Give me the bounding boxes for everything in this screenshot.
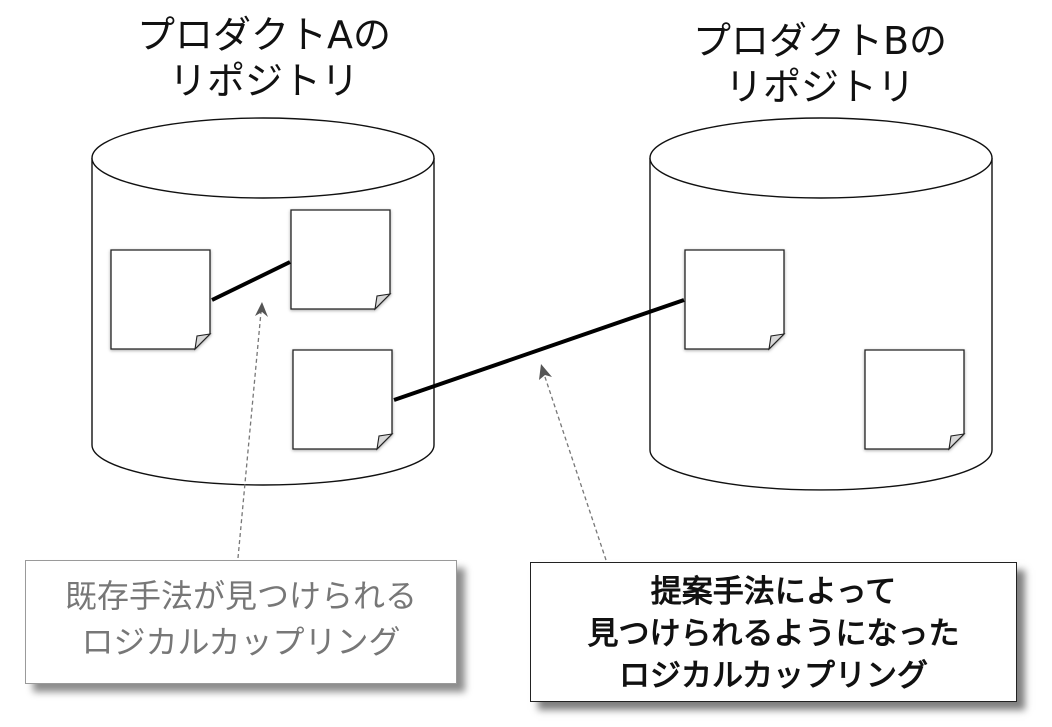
repository-b-title: プロダクトBの リポジトリ	[660, 18, 980, 110]
file-icon	[292, 349, 393, 450]
coupling-link-proposed	[393, 298, 685, 402]
file-icon	[684, 249, 785, 350]
callout-proposed-line3: ロジカルカップリング	[618, 658, 929, 694]
file-icon	[110, 249, 211, 350]
file-icon	[290, 209, 391, 310]
callout-existing-method: 既存手法が見つけられる ロジカルカップリング	[25, 560, 457, 684]
file-icon	[864, 349, 965, 450]
callout-proposed-method: 提案手法によって 見つけられるようになった ロジカルカップリング	[530, 562, 1017, 702]
repository-a-title-line2: リポジトリ	[168, 59, 359, 103]
repository-b-title-line2: リポジトリ	[724, 65, 915, 109]
callout-proposed-line2: 見つけられるようになった	[587, 616, 960, 652]
repository-a-title: プロダクトAの リポジトリ	[104, 12, 424, 104]
pointer-arrow-proposed	[539, 364, 607, 561]
pointer-arrow-existing	[237, 302, 268, 559]
callout-existing-line2: ロジカルカップリング	[81, 623, 401, 661]
repository-a-title-line1: プロダクトAの	[137, 13, 391, 57]
repository-b-title-line1: プロダクトBの	[692, 19, 948, 63]
callout-proposed-line1: 提案手法によって	[650, 574, 897, 610]
coupling-link-existing	[211, 260, 291, 302]
callout-existing-line1: 既存手法が見つけられる	[64, 577, 417, 615]
